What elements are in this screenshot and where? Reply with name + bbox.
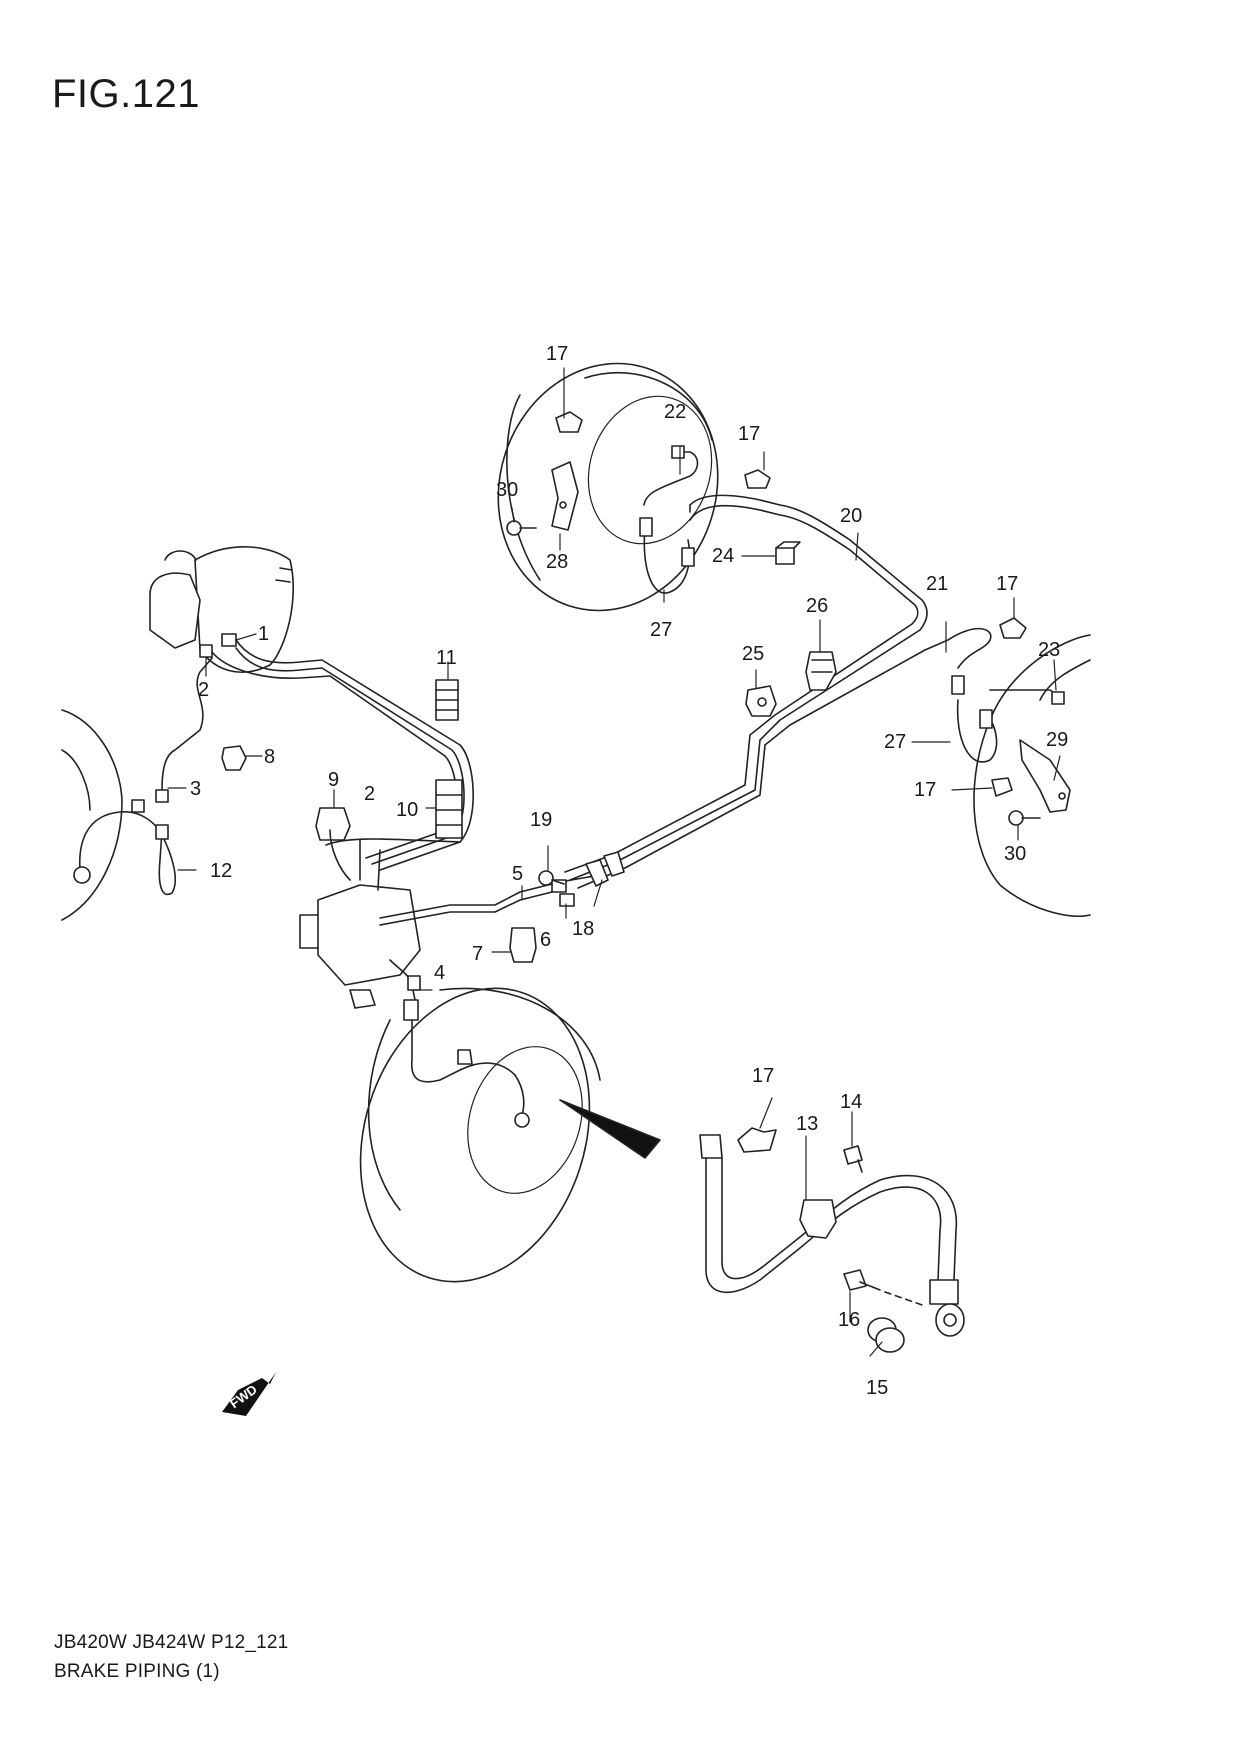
- callout-26: 26: [806, 595, 828, 617]
- part-1-fitting: [221, 633, 237, 647]
- callout-24: 24: [712, 545, 734, 567]
- callout-14: 14: [840, 1091, 862, 1113]
- callout-7: 7: [472, 943, 483, 965]
- callout-12: 12: [210, 860, 232, 882]
- front-left-wheel-partial: [61, 709, 123, 921]
- part-3-fitting: [155, 789, 169, 803]
- callout-17-lower-right: 17: [914, 779, 936, 801]
- part-30-bolt-upper: [506, 520, 537, 536]
- callout-17-top-left: 17: [546, 343, 568, 365]
- part-28-bracket: [551, 461, 579, 531]
- part-2-fitting-upper: [199, 644, 213, 658]
- part-10-clamp: [435, 779, 463, 839]
- callout-22: 22: [664, 401, 686, 423]
- part-17-clip-lower-right: [991, 777, 1013, 797]
- part-12-hose-front-left: [73, 799, 177, 896]
- figure-caption: BRAKE PIPING (1): [54, 1661, 220, 1682]
- fwd-direction-arrow: FWD: [222, 1372, 276, 1416]
- part-26-clamp: [805, 651, 837, 691]
- model-code: JB420W JB424W P12_121: [54, 1632, 289, 1653]
- callout-3: 3: [190, 778, 201, 800]
- front-right-hose-on-wheel: [403, 999, 530, 1128]
- callout-2-lower: 2: [364, 783, 375, 805]
- abs-hydraulic-unit: [299, 829, 461, 1009]
- callout-27-right: 27: [884, 731, 906, 753]
- callout-2-upper: 2: [198, 679, 209, 701]
- callout-labels: 1 2 2 3 4 5 6 7 8 9 10 11 12 13 14 15 16…: [190, 343, 1068, 1399]
- part-27-hose-rear-left: [639, 517, 695, 594]
- callout-20: 20: [840, 505, 862, 527]
- part-16-banjo-bolt: [843, 1269, 926, 1307]
- callout-27-left: 27: [650, 619, 672, 641]
- callout-19: 19: [530, 809, 552, 831]
- part-30-bolt-lower: [1008, 810, 1041, 826]
- brake-master-cylinder-booster: [149, 546, 294, 673]
- callout-9: 9: [328, 769, 339, 791]
- part-24-clamp: [775, 541, 801, 565]
- callout-30-upper: 30: [496, 479, 518, 501]
- part-17-clip-right: [999, 617, 1027, 639]
- callout-17-detail: 17: [752, 1065, 774, 1087]
- callout-16: 16: [838, 1309, 860, 1331]
- part-18-union: [585, 851, 625, 887]
- pipe-bundle-main: [161, 639, 474, 871]
- part-14-bolt: [843, 1145, 863, 1173]
- pipe-20: [564, 494, 928, 881]
- part-13-brake-hose: [699, 1134, 965, 1337]
- part-11-clamp: [435, 679, 459, 721]
- part-17-clip-top: [744, 469, 771, 489]
- part-22-hose-upper: [643, 445, 699, 506]
- part-9-clamp: [315, 807, 351, 841]
- callout-23: 23: [1038, 639, 1060, 661]
- callout-18: 18: [572, 918, 594, 940]
- callout-11: 11: [436, 647, 457, 669]
- rear-left-wheel-drum: [497, 362, 719, 612]
- callout-17-top: 17: [738, 423, 760, 445]
- callout-8: 8: [264, 746, 275, 768]
- callout-4: 4: [434, 962, 445, 984]
- callout-17-right: 17: [996, 573, 1018, 595]
- detail-pointer-arrow: [559, 1099, 661, 1159]
- part-25-clamp: [745, 685, 777, 717]
- callout-30-lower: 30: [1004, 843, 1026, 865]
- rear-right-wheel-drum: [973, 634, 1091, 918]
- part-15-washer: [867, 1317, 905, 1353]
- callout-25: 25: [742, 643, 764, 665]
- part-17-clip-upper-left: [555, 411, 583, 433]
- callout-1: 1: [258, 623, 269, 645]
- part-27-hose-rear-right: [951, 675, 998, 763]
- callout-5: 5: [512, 863, 523, 885]
- part-8-clamp: [221, 745, 247, 771]
- part-19-bolt: [538, 870, 565, 886]
- callout-15: 15: [866, 1377, 888, 1399]
- figure-title: FIG.121: [52, 72, 201, 116]
- callout-29: 29: [1046, 729, 1068, 751]
- callout-leader-lines: [167, 367, 1061, 1357]
- callout-21: 21: [926, 573, 948, 595]
- part-7-clamp: [509, 927, 537, 963]
- front-right-wheel-tire: [359, 987, 601, 1283]
- callout-13: 13: [796, 1113, 818, 1135]
- part-23-hose-end: [989, 689, 1065, 705]
- callout-6: 6: [540, 929, 551, 951]
- part-17-clip-detail: [737, 1127, 777, 1153]
- callout-28: 28: [546, 551, 568, 573]
- pipe-21: [577, 627, 992, 889]
- part-29-bracket: [1019, 739, 1071, 813]
- callout-10: 10: [396, 799, 418, 821]
